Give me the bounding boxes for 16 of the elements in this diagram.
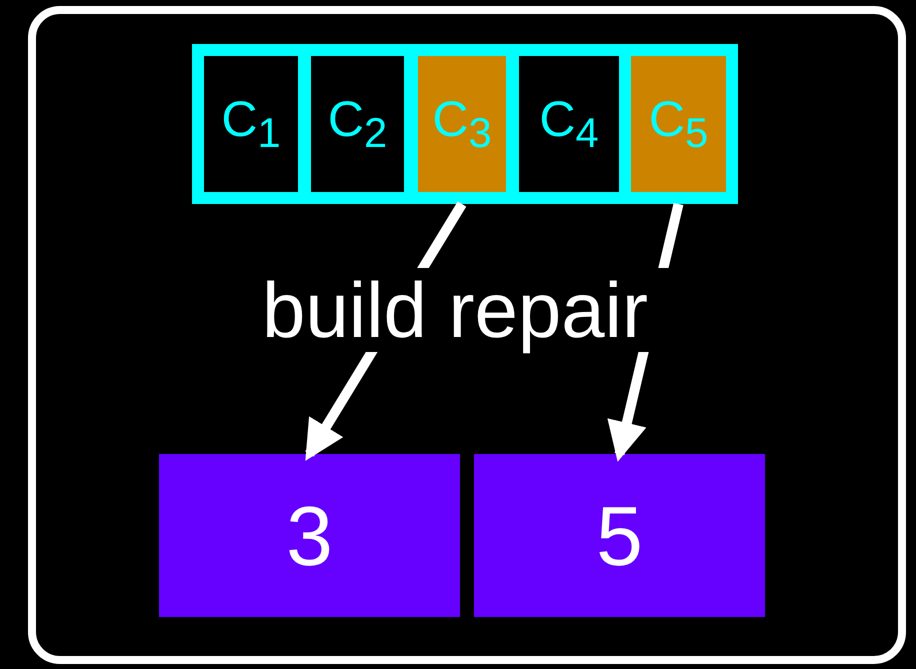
cell-label: C$_{3}$ <box>432 94 492 154</box>
cell-label: C$_{1}$ <box>221 94 281 154</box>
cell-label: C$_{2}$ <box>328 94 388 154</box>
array-cell <box>311 56 404 192</box>
array-strip <box>192 44 738 204</box>
value-text: 3 <box>286 494 333 578</box>
value-text: 5 <box>596 494 643 578</box>
cell-label: C$_{4}$ <box>539 94 599 154</box>
array-cell <box>418 56 506 192</box>
frame-panel <box>28 6 906 664</box>
result-box <box>474 454 765 617</box>
cell-label: C$_{5}$ <box>648 94 708 154</box>
result-box <box>159 454 460 617</box>
array-cell <box>204 56 298 192</box>
array-cell <box>519 56 619 192</box>
array-cell <box>631 56 726 192</box>
